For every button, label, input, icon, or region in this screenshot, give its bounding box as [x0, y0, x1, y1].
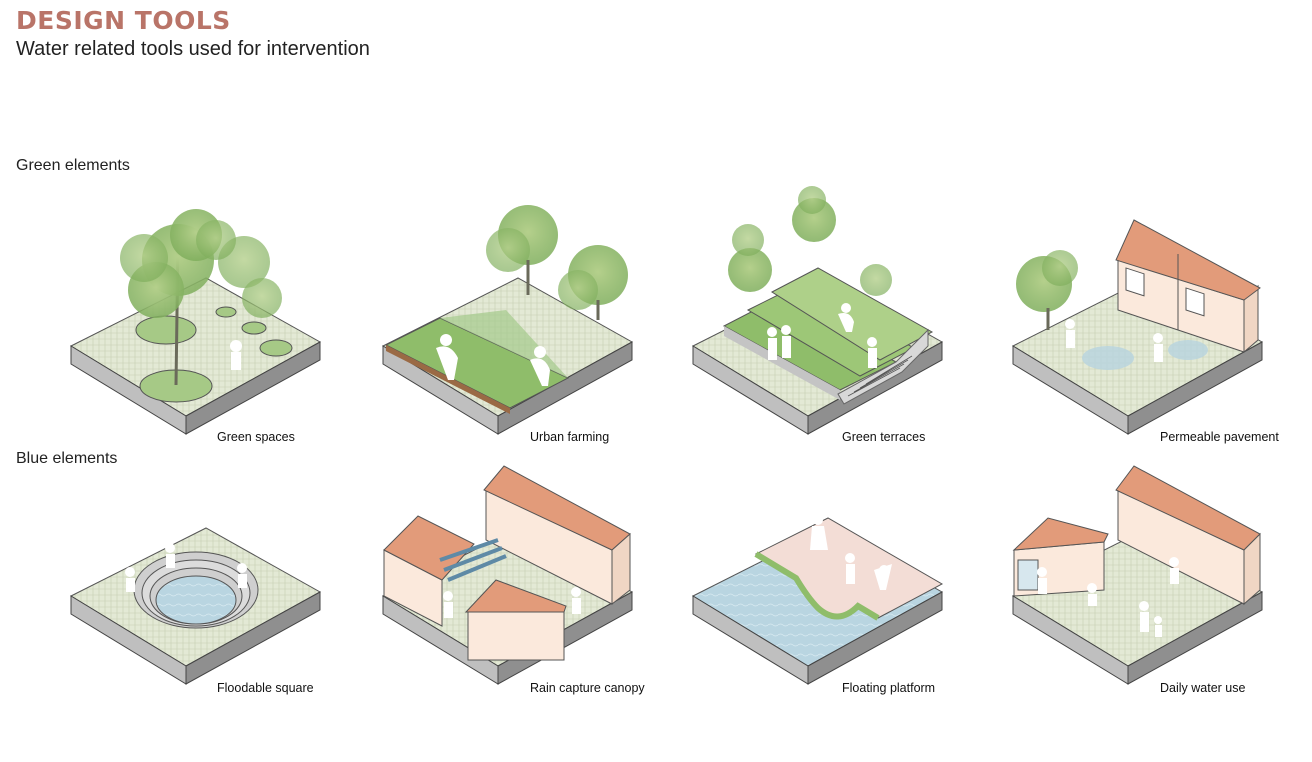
- courtyard-with-houses-icon: [1008, 430, 1278, 700]
- paved-yard-with-house-icon: [1008, 180, 1278, 450]
- canopy-between-houses-icon: [378, 430, 648, 700]
- tool-floating-platform: [688, 430, 958, 700]
- tool-label: Floodable square: [217, 681, 314, 695]
- tool-green-terraces: [688, 180, 958, 450]
- tool-urban-farming: [378, 180, 648, 450]
- trees-and-lawn-icon: [66, 180, 336, 450]
- tool-label: Rain capture canopy: [530, 681, 645, 695]
- page-subtitle: Water related tools used for interventio…: [16, 38, 370, 61]
- tool-daily-water-use: [1008, 430, 1278, 700]
- terraced-planting-icon: [688, 180, 958, 450]
- tool-label: Daily water use: [1160, 681, 1245, 695]
- tool-green-spaces: [66, 180, 336, 450]
- sunken-circular-basin-icon: [66, 430, 336, 700]
- platform-over-water-icon: [688, 430, 958, 700]
- tool-floodable-square: [66, 430, 336, 700]
- tool-permeable-pavement: [1008, 180, 1278, 450]
- section-heading-green: Green elements: [16, 157, 130, 175]
- tool-rain-capture-canopy: [378, 430, 648, 700]
- tool-label: Floating platform: [842, 681, 935, 695]
- page-title: DESIGN TOOLS: [16, 6, 231, 35]
- planting-beds-icon: [378, 180, 648, 450]
